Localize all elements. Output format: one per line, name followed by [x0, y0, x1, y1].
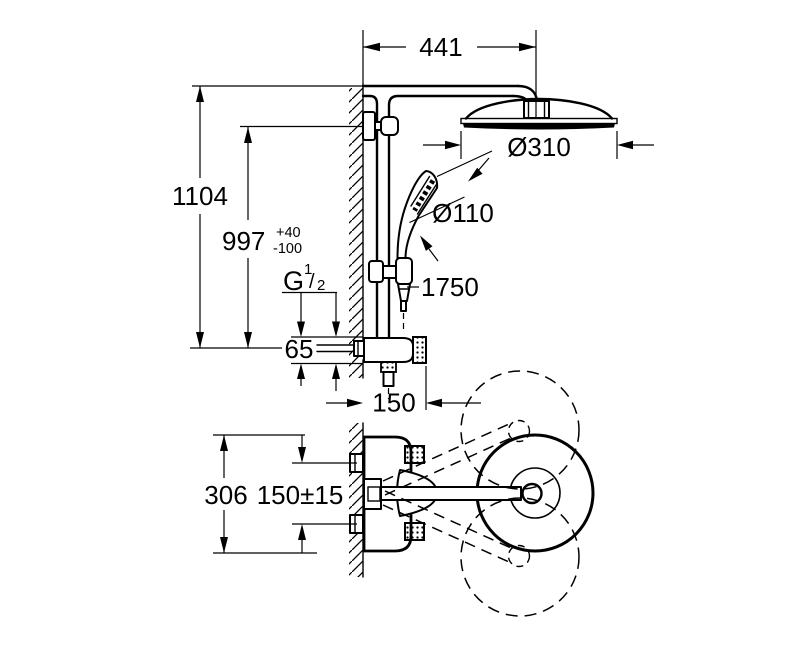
thread-denominator: 2	[317, 277, 325, 294]
temperature-knob	[412, 336, 427, 364]
dim-1104: 1104	[172, 85, 363, 348]
head-dome	[464, 97, 614, 120]
dim-310-label: Ø310	[507, 132, 571, 162]
dim-150-depth: 150	[326, 366, 481, 418]
arm-bar-plan	[380, 486, 522, 501]
dim-g-half-thread: G 1 / 2	[282, 261, 340, 337]
plan-view: 306 150±15	[204, 370, 595, 617]
dim-441-label: 441	[419, 32, 462, 62]
shower-arm-and-rail	[361, 84, 539, 340]
outlet-nut	[380, 361, 397, 373]
arm-ball-joint	[521, 482, 543, 505]
dim-65: 65	[190, 334, 363, 391]
valve-body-side	[363, 337, 414, 363]
side-view: 441 Ø310 1104 997 +40 -100 G 1	[172, 30, 654, 418]
thread-numerator: 1	[304, 261, 312, 278]
swivel-range-dashed	[382, 370, 580, 617]
wall-hatching-side	[349, 88, 363, 378]
dim-1104-label: 1104	[172, 181, 228, 211]
dim-head-diameter: Ø310	[423, 131, 654, 162]
head-shower	[460, 97, 618, 130]
thermostat-side	[316, 336, 427, 399]
dim-150-15: 150±15	[257, 435, 357, 553]
dim-306: 306	[204, 434, 317, 554]
mounting-bracket-bottom	[404, 522, 425, 541]
wall-bracket	[362, 111, 399, 141]
dim-997-tol-plus: +40	[276, 225, 301, 241]
rail-slider-holder	[368, 257, 413, 331]
dim-306-label: 306	[204, 480, 247, 510]
dim-997-tol-minus: -100	[273, 241, 302, 257]
dim-110-label: Ø110	[432, 198, 494, 228]
head-rim	[460, 117, 618, 125]
dim-997: 997 +40 -100	[222, 125, 363, 348]
dim-997-label: 997	[222, 226, 265, 256]
dim-150-label: 150	[372, 388, 415, 418]
hose-stub	[400, 300, 407, 312]
hand-shower-face-rim	[416, 184, 437, 215]
dim-65-label: 65	[285, 334, 314, 364]
swivel-arm-plan	[363, 433, 595, 553]
thread-letter: G	[283, 266, 304, 296]
outlet-stub	[382, 371, 395, 387]
wall-hatching-plan	[349, 423, 363, 577]
head-spray-face	[463, 123, 615, 130]
dim-1750-hose: 1750	[407, 272, 479, 302]
dim-441: 441	[362, 30, 537, 118]
hand-shower-nozzles	[412, 179, 436, 212]
thread-slash: /	[309, 271, 315, 293]
mounting-bracket-top	[404, 445, 425, 464]
dim-1750-label: 1750	[421, 272, 479, 302]
supply-pipe	[316, 344, 356, 353]
dim-hand-shower-diameter: Ø110	[409, 150, 494, 262]
dim-150-15-label: 150±15	[257, 480, 344, 510]
